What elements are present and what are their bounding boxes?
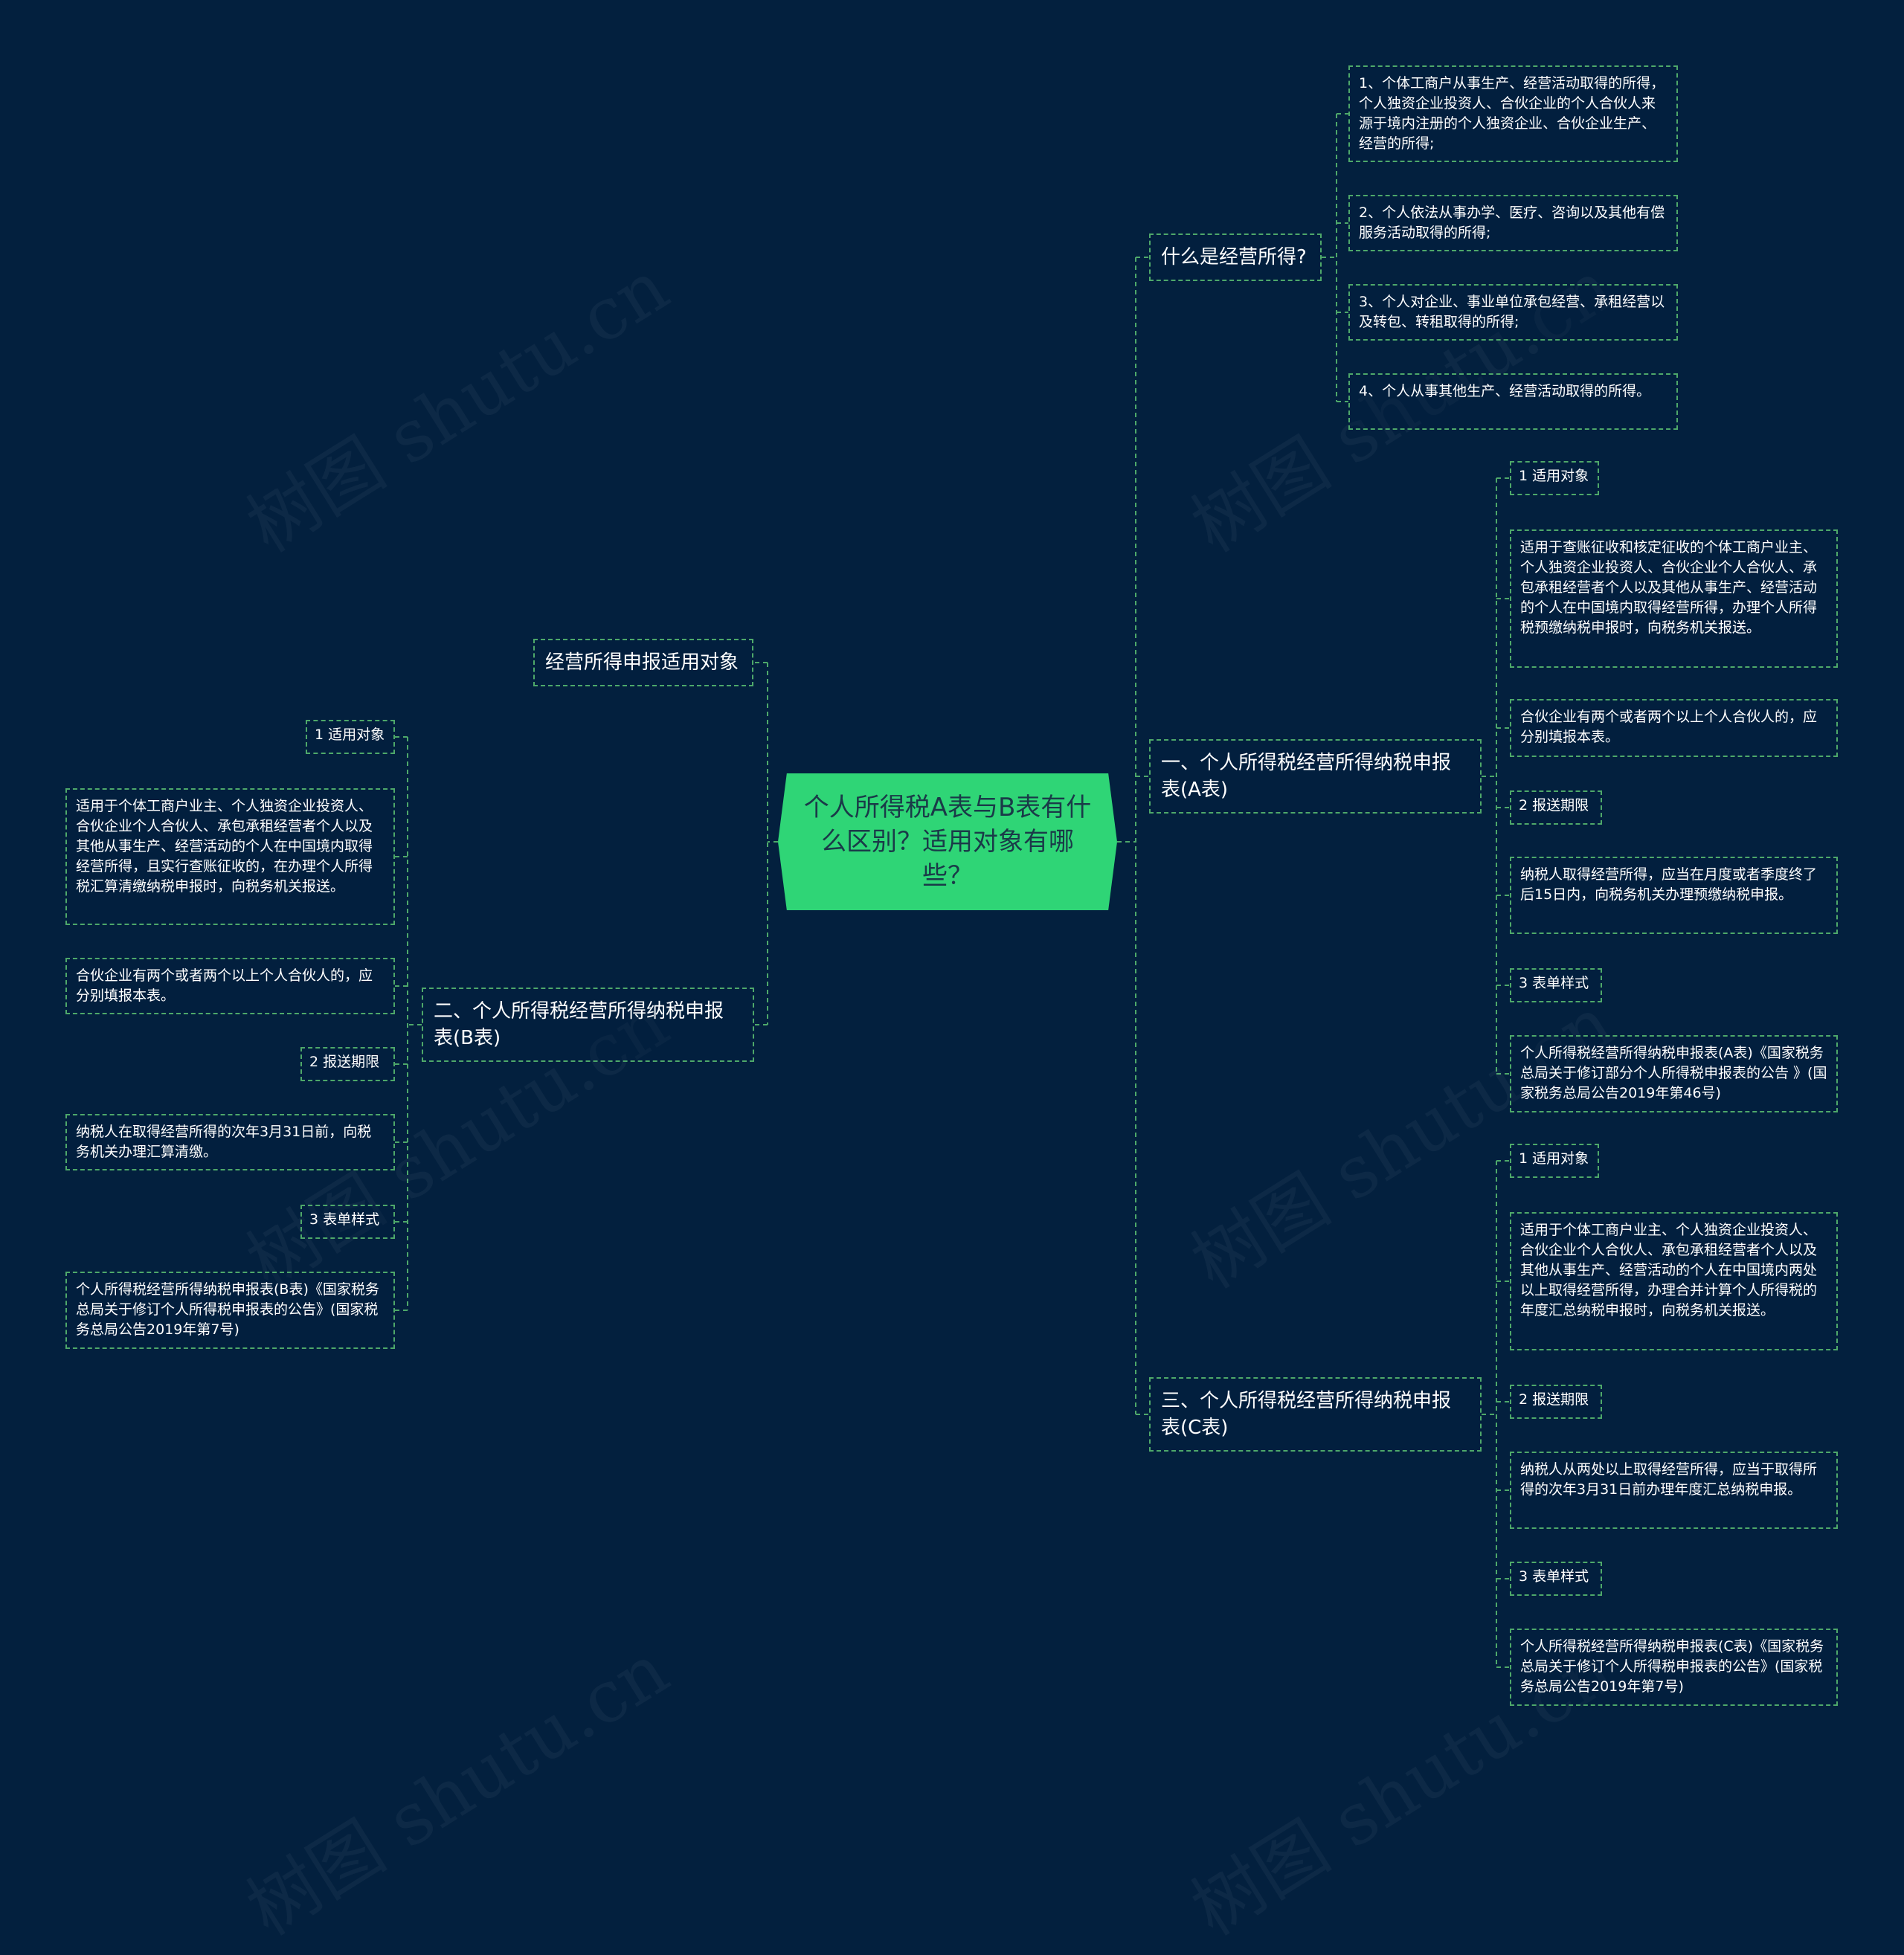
branch-title: 什么是经营所得? (1161, 246, 1307, 268)
table-b-scope-text[interactable]: 适用于个体工商户业主、个人独资企业投资人、合伙企业个人合伙人、承包承租经营者个人… (65, 788, 395, 925)
table-b-partner-note[interactable]: 合伙企业有两个或者两个以上个人合伙人的，应分别填报本表。 (65, 958, 395, 1014)
root-topic-text: 个人所得税A表与B表有什么区别？适用对象有哪些？ (803, 793, 1092, 891)
branch-title: 三、个人所得税经营所得纳税申报表(C表) (1161, 1390, 1452, 1439)
what-is-item-1[interactable]: 1、个体工商户从事生产、经营活动取得的所得，个人独资企业投资人、合伙企业的个人合… (1348, 65, 1678, 162)
table-a-partner-note[interactable]: 合伙企业有两个或者两个以上个人合伙人的，应分别填报本表。 (1510, 699, 1838, 757)
table-b-form-label[interactable]: 3 表单样式 (300, 1205, 395, 1239)
table-a-scope-text[interactable]: 适用于查账征收和核定征收的个体工商户业主、个人独资企业投资人、合伙企业个人合伙人… (1510, 529, 1838, 668)
what-is-item-2[interactable]: 2、个人依法从事办学、医疗、咨询以及其他有偿服务活动取得的所得; (1348, 195, 1678, 251)
branch-table-b[interactable]: 二、个人所得税经营所得纳税申报表(B表) (422, 988, 754, 1062)
table-a-deadline-text[interactable]: 纳税人取得经营所得，应当在月度或者季度终了后15日内，向税务机关办理预缴纳税申报… (1510, 857, 1838, 934)
table-c-form-text[interactable]: 个人所得税经营所得纳税申报表(C表)《国家税务总局关于修订个人所得税申报表的公告… (1510, 1629, 1838, 1706)
branch-table-c[interactable]: 三、个人所得税经营所得纳税申报表(C表) (1149, 1377, 1482, 1452)
table-c-scope-label[interactable]: 1 适用对象 (1510, 1144, 1599, 1178)
table-a-deadline-label[interactable]: 2 报送期限 (1510, 790, 1602, 825)
mind-map-canvas: 树图 shutu.cn 树图 shutu.cn 树图 shutu.cn 树图 s… (65, 65, 1838, 1951)
branch-title: 经营所得申报适用对象 (545, 651, 739, 674)
branch-table-a[interactable]: 一、个人所得税经营所得纳税申报表(A表) (1149, 739, 1482, 814)
table-b-scope-label[interactable]: 1 适用对象 (306, 720, 395, 754)
table-b-deadline-label[interactable]: 2 报送期限 (300, 1047, 395, 1081)
table-a-form-label[interactable]: 3 表单样式 (1510, 968, 1602, 1002)
branch-what-is-business-income[interactable]: 什么是经营所得? (1149, 233, 1322, 281)
table-c-deadline-text[interactable]: 纳税人从两处以上取得经营所得，应当于取得所得的次年3月31日前办理年度汇总纳税申… (1510, 1452, 1838, 1529)
what-is-item-3[interactable]: 3、个人对企业、事业单位承包经营、承租经营以及转包、转租取得的所得; (1348, 284, 1678, 341)
branch-title: 二、个人所得税经营所得纳税申报表(B表) (434, 1000, 724, 1049)
root-topic[interactable]: 个人所得税A表与B表有什么区别？适用对象有哪些？ (778, 773, 1117, 910)
table-c-deadline-label[interactable]: 2 报送期限 (1510, 1385, 1602, 1419)
what-is-item-4[interactable]: 4、个人从事其他生产、经营活动取得的所得。 (1348, 373, 1678, 430)
table-a-scope-label[interactable]: 1 适用对象 (1510, 461, 1599, 495)
table-b-deadline-text[interactable]: 纳税人在取得经营所得的次年3月31日前，向税务机关办理汇算清缴。 (65, 1114, 395, 1170)
table-c-scope-text[interactable]: 适用于个体工商户业主、个人独资企业投资人、合伙企业个人合伙人、承包承租经营者个人… (1510, 1212, 1838, 1350)
table-c-form-label[interactable]: 3 表单样式 (1510, 1562, 1602, 1596)
table-b-form-text[interactable]: 个人所得税经营所得纳税申报表(B表)《国家税务总局关于修订个人所得税申报表的公告… (65, 1272, 395, 1349)
branch-title: 一、个人所得税经营所得纳税申报表(A表) (1161, 752, 1452, 801)
branch-scope-heading[interactable]: 经营所得申报适用对象 (533, 639, 753, 686)
table-a-form-text[interactable]: 个人所得税经营所得纳税申报表(A表)《国家税务总局关于修订部分个人所得税申报表的… (1510, 1035, 1838, 1112)
connector-lines (395, 113, 1510, 1668)
